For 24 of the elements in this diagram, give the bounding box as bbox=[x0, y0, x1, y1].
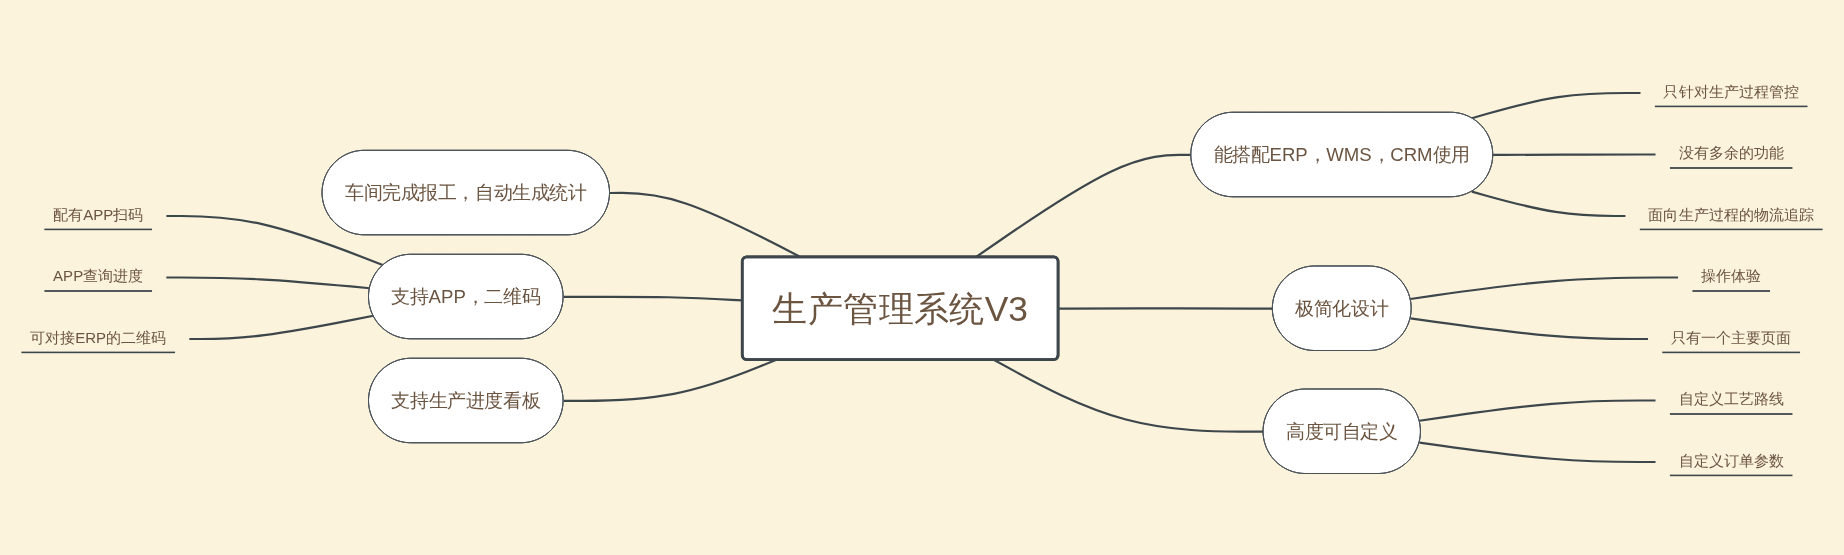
node-text: 自定义订单参数 bbox=[1678, 452, 1784, 470]
connector bbox=[166, 214, 384, 267]
connector bbox=[1410, 276, 1679, 301]
node-text: 可对接ERP的二维码 bbox=[30, 329, 167, 347]
node-text: APP查询进度 bbox=[53, 267, 144, 285]
connector bbox=[993, 359, 1264, 433]
node-text: 只针对生产过程管控 bbox=[1663, 83, 1799, 101]
connector bbox=[1419, 441, 1656, 464]
connector bbox=[1419, 399, 1656, 422]
connector bbox=[1493, 153, 1656, 157]
connector bbox=[166, 276, 370, 290]
connector bbox=[189, 314, 374, 341]
connector bbox=[563, 359, 777, 403]
node-text: 配有APP扫码 bbox=[53, 206, 144, 224]
node-text: 面向生产过程的物流追踪 bbox=[1648, 206, 1814, 224]
connector bbox=[1058, 307, 1273, 310]
node-text: 只有一个主要页面 bbox=[1671, 329, 1792, 347]
node-text: 自定义工艺路线 bbox=[1678, 390, 1784, 408]
node-text: 操作体验 bbox=[1701, 267, 1762, 285]
connector bbox=[563, 295, 743, 302]
connector bbox=[1410, 317, 1648, 341]
node-text: 没有多余的功能 bbox=[1678, 144, 1784, 162]
connector bbox=[1471, 190, 1626, 218]
connector bbox=[1471, 91, 1641, 120]
